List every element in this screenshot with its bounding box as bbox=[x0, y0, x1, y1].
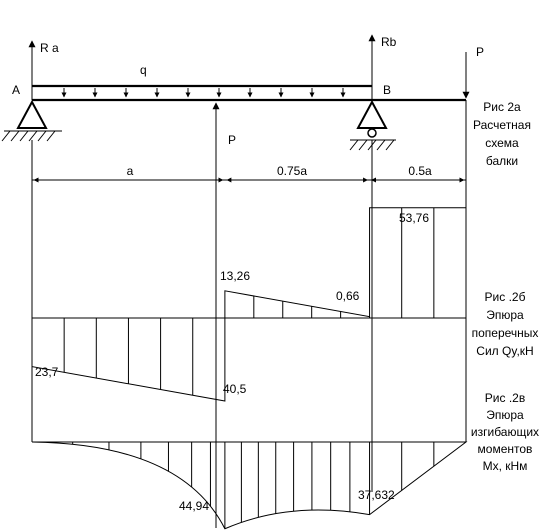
caption-shear: Рис .2б Эпюра поперечных Сил Qy,кН bbox=[472, 290, 539, 358]
svg-text:Эпюра: Эпюра bbox=[486, 408, 524, 422]
force-p-mid-label: P bbox=[228, 133, 236, 147]
hatch-stroke bbox=[358, 139, 368, 151]
design-scheme: R a Rb P P q A B a 0.75a 0.5a bbox=[1, 34, 484, 183]
shear-label-mid-start: 13,26 bbox=[220, 269, 250, 283]
force-p-end-label: P bbox=[476, 45, 484, 59]
hatch-stroke bbox=[46, 130, 56, 142]
distributed-load-arrows bbox=[61, 88, 346, 98]
svg-text:Сил Qy,кН: Сил Qy,кН bbox=[476, 344, 533, 358]
support-a-hatch bbox=[1, 130, 56, 142]
svg-text:моментов: моментов bbox=[478, 442, 533, 456]
caption-scheme: Рис 2a Расчетная схема балки bbox=[473, 100, 531, 168]
svg-text:изгибающих: изгибающих bbox=[471, 425, 539, 439]
svg-text:схема: схема bbox=[485, 136, 519, 150]
hatch-stroke bbox=[19, 130, 29, 142]
svg-text:Расчетная: Расчетная bbox=[473, 118, 531, 132]
support-b bbox=[349, 99, 396, 151]
reaction-a-label: R a bbox=[40, 41, 59, 55]
moment-label-at-b: 37,632 bbox=[358, 488, 395, 502]
caption-moment: Рис .2в Эпюра изгибающих моментов Mx, кН… bbox=[471, 391, 539, 473]
dimension-a-label: a bbox=[127, 164, 134, 178]
moment-shapes bbox=[31, 441, 468, 530]
shear-label-left-end: 40,5 bbox=[223, 382, 247, 396]
moment-curve bbox=[31, 441, 468, 530]
shear-diagram: 23,7 40,5 13,26 0,66 53,76 bbox=[31, 207, 467, 402]
svg-text:Эпюра: Эпюра bbox=[486, 308, 524, 322]
svg-text:поперечных: поперечных bbox=[472, 326, 539, 340]
svg-text:Рис .2б: Рис .2б bbox=[485, 290, 526, 304]
support-a bbox=[1, 99, 62, 142]
load-q-label: q bbox=[140, 63, 147, 77]
hatch-stroke bbox=[37, 130, 47, 142]
svg-text:Рис .2в: Рис .2в bbox=[485, 391, 525, 405]
hatch-stroke bbox=[28, 130, 38, 142]
moment-diagram: 44,94 37,632 bbox=[31, 441, 468, 530]
support-a-label: A bbox=[12, 83, 20, 97]
hatch-stroke bbox=[385, 139, 395, 151]
hatch-stroke bbox=[1, 130, 11, 142]
hatch-stroke bbox=[349, 139, 359, 151]
dimension-05a-label: 0.5a bbox=[408, 164, 432, 178]
support-b-label: B bbox=[383, 83, 391, 97]
hatch-stroke bbox=[376, 139, 386, 151]
svg-text:балки: балки bbox=[486, 154, 518, 168]
shear-shapes bbox=[31, 207, 467, 402]
hatch-stroke bbox=[10, 130, 20, 142]
reaction-b-label: Rb bbox=[381, 35, 397, 49]
shear-label-mid-end: 0,66 bbox=[336, 289, 360, 303]
svg-text:Рис 2a: Рис 2a bbox=[483, 100, 521, 114]
shear-label-right: 53,76 bbox=[399, 211, 429, 225]
svg-text:Mx, кНм: Mx, кНм bbox=[483, 459, 528, 473]
shear-label-left-start: 23,7 bbox=[35, 365, 59, 379]
shear-right-segment bbox=[369, 207, 467, 318]
moment-label-at-p: 44,94 bbox=[179, 499, 209, 513]
dimension-075a-label: 0.75a bbox=[277, 164, 307, 178]
